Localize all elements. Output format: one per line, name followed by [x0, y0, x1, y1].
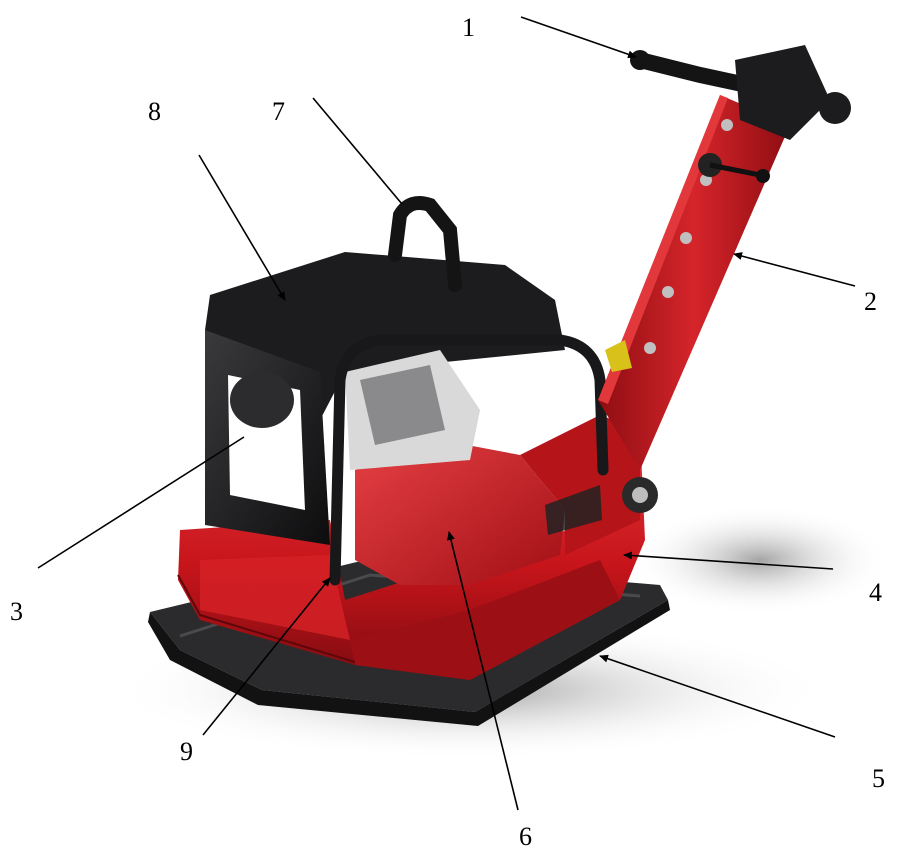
- leader-2: [733, 252, 856, 287]
- callout-2: 2: [864, 287, 877, 316]
- red-frame: [177, 420, 645, 680]
- leader-1: [520, 16, 637, 59]
- guide-handle-arm: [598, 95, 790, 513]
- callout-6: 6: [519, 822, 532, 851]
- leader-3: [37, 436, 245, 569]
- callout-3: 3: [10, 597, 23, 626]
- callout-4: 4: [869, 578, 882, 607]
- callout-9: 9: [180, 737, 193, 766]
- leader-7: [312, 97, 403, 205]
- lifting-handle: [388, 196, 462, 292]
- leader-8: [198, 154, 286, 301]
- callout-5: 5: [872, 764, 885, 793]
- roll-bar: [329, 334, 609, 586]
- callout-8: 8: [148, 97, 161, 126]
- leader-lines: [37, 16, 856, 811]
- callout-numbers: 1 2 3 4 5 6 7 8 9: [10, 13, 885, 851]
- leader-5: [599, 654, 836, 738]
- engine-cover: [355, 415, 640, 585]
- leader-9: [202, 577, 331, 736]
- handle-grip: [630, 45, 851, 140]
- leader-6: [447, 531, 519, 811]
- callout-1: 1: [462, 13, 475, 42]
- leader-4: [623, 551, 834, 570]
- callout-7: 7: [272, 97, 285, 126]
